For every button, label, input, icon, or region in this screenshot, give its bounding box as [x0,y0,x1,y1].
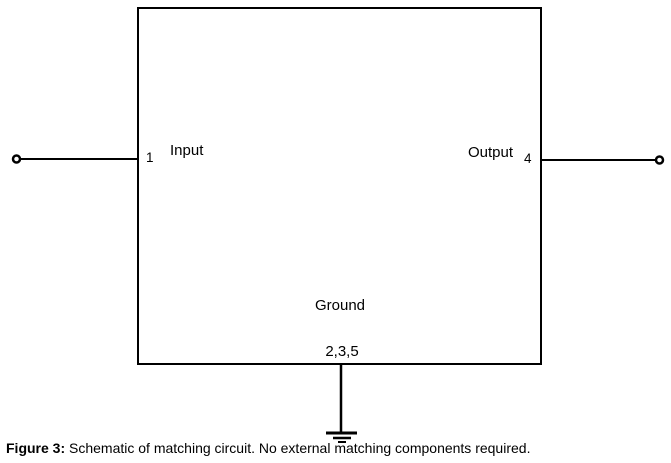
figure-caption: Figure 3: Schematic of matching circuit.… [6,440,530,456]
output-label: Output [468,144,514,161]
ground-pin-numbers: 2,3,5 [325,343,359,360]
pin-number-output: 4 [524,151,532,166]
circuit-box [137,7,542,365]
ground-symbol-icon [326,431,357,443]
output-terminal-icon [654,155,665,165]
input-label: Input [170,142,204,159]
pin-number-input: 1 [146,150,154,165]
figure-caption-text: Schematic of matching circuit. No extern… [69,440,531,456]
input-terminal-icon [11,154,22,164]
figure-caption-label: Figure 3: [6,440,66,456]
ground-label: Ground [314,297,366,314]
